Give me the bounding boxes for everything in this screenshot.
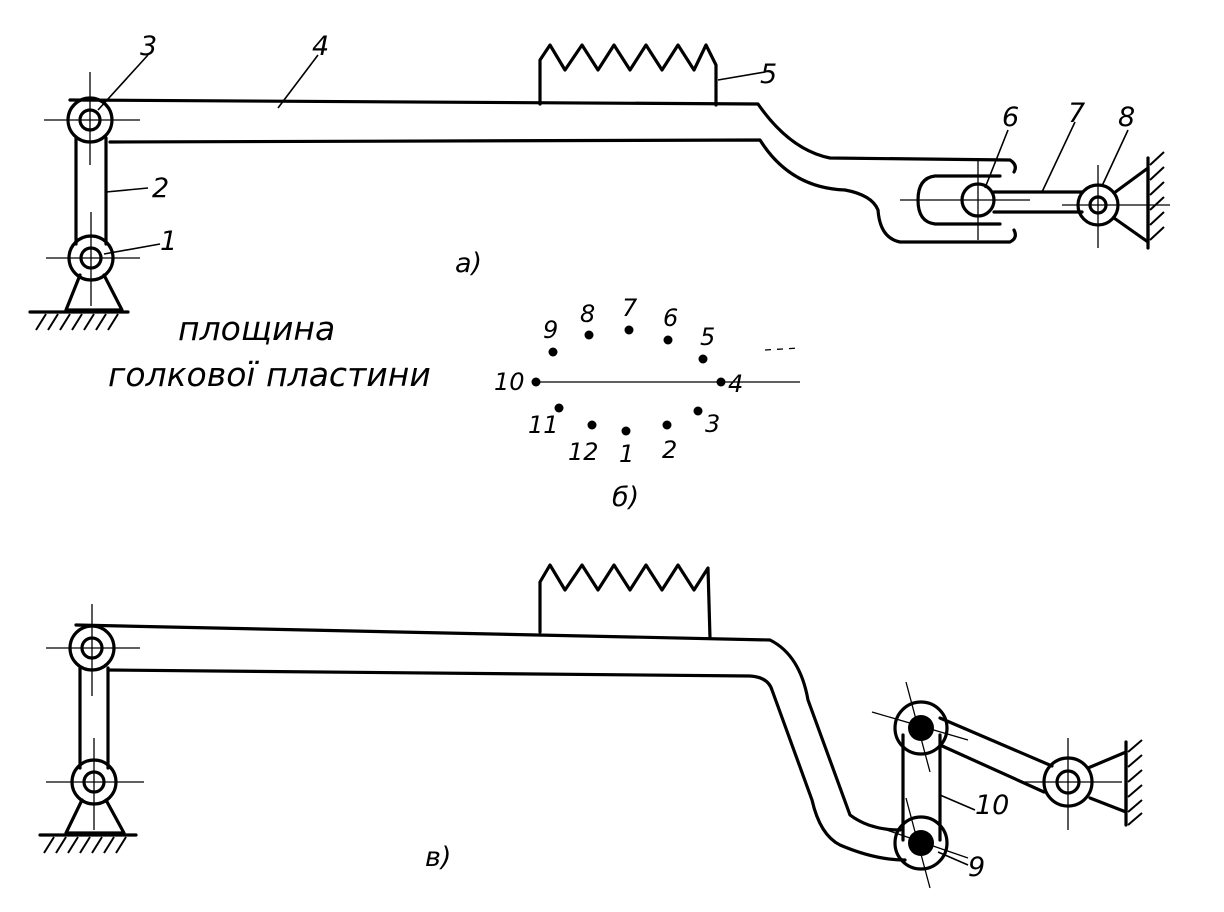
point-7 xyxy=(624,325,634,335)
feed-dog-c xyxy=(538,563,712,640)
pivot-8 xyxy=(1062,151,1170,250)
leader-lines-a xyxy=(97,54,1129,255)
plane-label-line1: площина xyxy=(178,309,335,348)
point-label-8: 8 xyxy=(580,300,595,328)
trajectory-points xyxy=(531,325,726,436)
lever-4 xyxy=(68,98,1017,244)
pivot-c-top xyxy=(46,604,140,696)
point-label-7: 7 xyxy=(622,294,638,322)
point-label-9: 9 xyxy=(543,316,558,344)
ground-support-a xyxy=(28,273,130,331)
link-inclined xyxy=(938,716,1054,794)
link-7 xyxy=(992,190,1084,214)
link-vertical-c xyxy=(78,666,110,770)
pivot-1 xyxy=(46,212,140,306)
point-label-12: 12 xyxy=(568,438,599,466)
point-5 xyxy=(698,354,708,364)
link-2 xyxy=(74,136,108,246)
point-label-3: 3 xyxy=(705,410,720,438)
point-4 xyxy=(716,377,726,387)
point-label-4: 4 xyxy=(728,370,743,398)
pivot-10-top xyxy=(871,681,969,773)
point-9 xyxy=(548,347,558,357)
pin-6 xyxy=(900,160,1030,240)
point-11 xyxy=(554,403,564,413)
pivot-9 xyxy=(871,797,969,889)
caption-b: б) xyxy=(612,482,639,513)
leader-lines-c xyxy=(937,794,976,866)
label-3: 3 xyxy=(140,31,157,62)
point-6 xyxy=(663,335,673,345)
label-8: 8 xyxy=(1118,102,1135,133)
label-7: 7 xyxy=(1068,98,1085,129)
label-2: 2 xyxy=(152,173,169,204)
label-6: 6 xyxy=(1002,102,1019,133)
point-2 xyxy=(662,420,672,430)
caption-a: а) xyxy=(455,248,482,279)
point-label-10: 10 xyxy=(494,368,525,396)
pivot-c-right xyxy=(1022,738,1143,830)
label-9: 9 xyxy=(968,852,985,883)
pivot-c-bottom xyxy=(46,738,144,830)
label-10: 10 xyxy=(975,790,1009,821)
ground-support-c xyxy=(38,798,138,854)
point-label-1: 1 xyxy=(619,440,634,468)
point-label-5: 5 xyxy=(700,323,715,351)
point-10 xyxy=(531,377,541,387)
figure-a: 3 4 5 2 1 6 7 8 а) xyxy=(28,31,1170,331)
point-label-2: 2 xyxy=(662,436,677,464)
point-label-6: 6 xyxy=(663,304,678,332)
label-4: 4 xyxy=(312,31,329,62)
feed-dog-5 xyxy=(538,43,718,107)
point-3 xyxy=(693,406,703,416)
point-1 xyxy=(621,426,631,436)
lever-c xyxy=(74,623,907,862)
caption-c: в) xyxy=(425,842,451,873)
point-8 xyxy=(584,330,594,340)
pivot-3 xyxy=(44,72,140,165)
label-5: 5 xyxy=(760,59,777,90)
figure-c: 10 9 в) xyxy=(38,563,1143,889)
point-12 xyxy=(587,420,597,430)
figure-b: площина голкової пластини 1 2 3 4 5 6 7 … xyxy=(108,294,801,513)
plane-label-line2: голкової пластини xyxy=(108,355,431,394)
label-1: 1 xyxy=(160,226,177,257)
point-label-11: 11 xyxy=(528,411,559,439)
